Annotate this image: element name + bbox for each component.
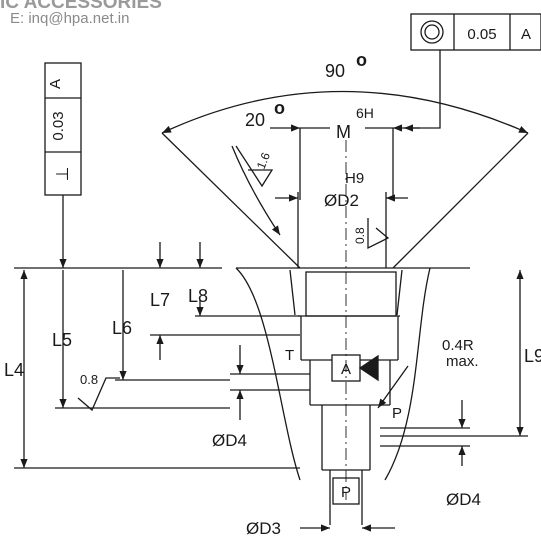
l9-label: L9 (524, 346, 541, 366)
d4-right-label: ØD4 (446, 490, 481, 509)
d4-left-label: ØD4 (212, 431, 247, 450)
radius-note-line1: 0.4R (442, 337, 474, 354)
p-side-label: P (392, 405, 402, 422)
angle-90-label: 90 (325, 61, 345, 81)
angle-20-dimension (231, 145, 281, 236)
angle-90-dimension (161, 90, 529, 269)
concentricity-tolerance-label: 0.05 (467, 26, 496, 43)
left-dimensions (14, 242, 300, 469)
surface-08-left-label: 0.8 (80, 372, 98, 387)
l4-label: L4 (4, 360, 24, 380)
port-t-label: T (285, 347, 294, 364)
d2-dimension (275, 192, 408, 268)
l6-label: L6 (112, 318, 132, 338)
surface-finish-08-left (77, 377, 120, 412)
l8-label: L8 (188, 286, 208, 306)
surface-finish-16 (235, 145, 274, 188)
l5-label: L5 (52, 330, 72, 350)
concentricity-icon (420, 20, 444, 44)
d2-label: ØD2 (324, 191, 359, 210)
l7-label: L7 (150, 290, 170, 310)
datum-a-label: A (341, 361, 351, 378)
perp-tolerance-label: 0.03 (50, 111, 67, 140)
angle-20-label: 20 (245, 110, 265, 130)
d3-label: ØD3 (246, 519, 281, 538)
angle-90-degree: o (356, 50, 367, 70)
thread-tolerance-label: 6H (356, 105, 374, 121)
concentricity-datum-label: A (521, 26, 531, 43)
thread-dimension (270, 124, 420, 200)
surface-08-right-label: 0.8 (353, 227, 367, 244)
p-bottom-label: P (341, 484, 351, 501)
perp-datum-label: A (47, 79, 64, 89)
thread-m-label: M (336, 122, 351, 142)
fit-h9-label: H9 (345, 170, 364, 187)
radius-note-line2: max. (446, 353, 479, 370)
part-body (14, 267, 470, 525)
contact-email: E: inq@hpa.net.in (10, 10, 130, 27)
surface-finish-08-right (367, 218, 390, 250)
perpendicularity-frame (44, 62, 82, 268)
right-dimensions (377, 270, 528, 466)
company-title: IC ACCESSORIES (0, 0, 162, 13)
surface-16-label: 1.6 (254, 150, 273, 171)
angle-20-degree: o (274, 98, 285, 118)
perpendicularity-icon: ⊥ (53, 167, 72, 182)
datum-a-box (331, 354, 379, 382)
